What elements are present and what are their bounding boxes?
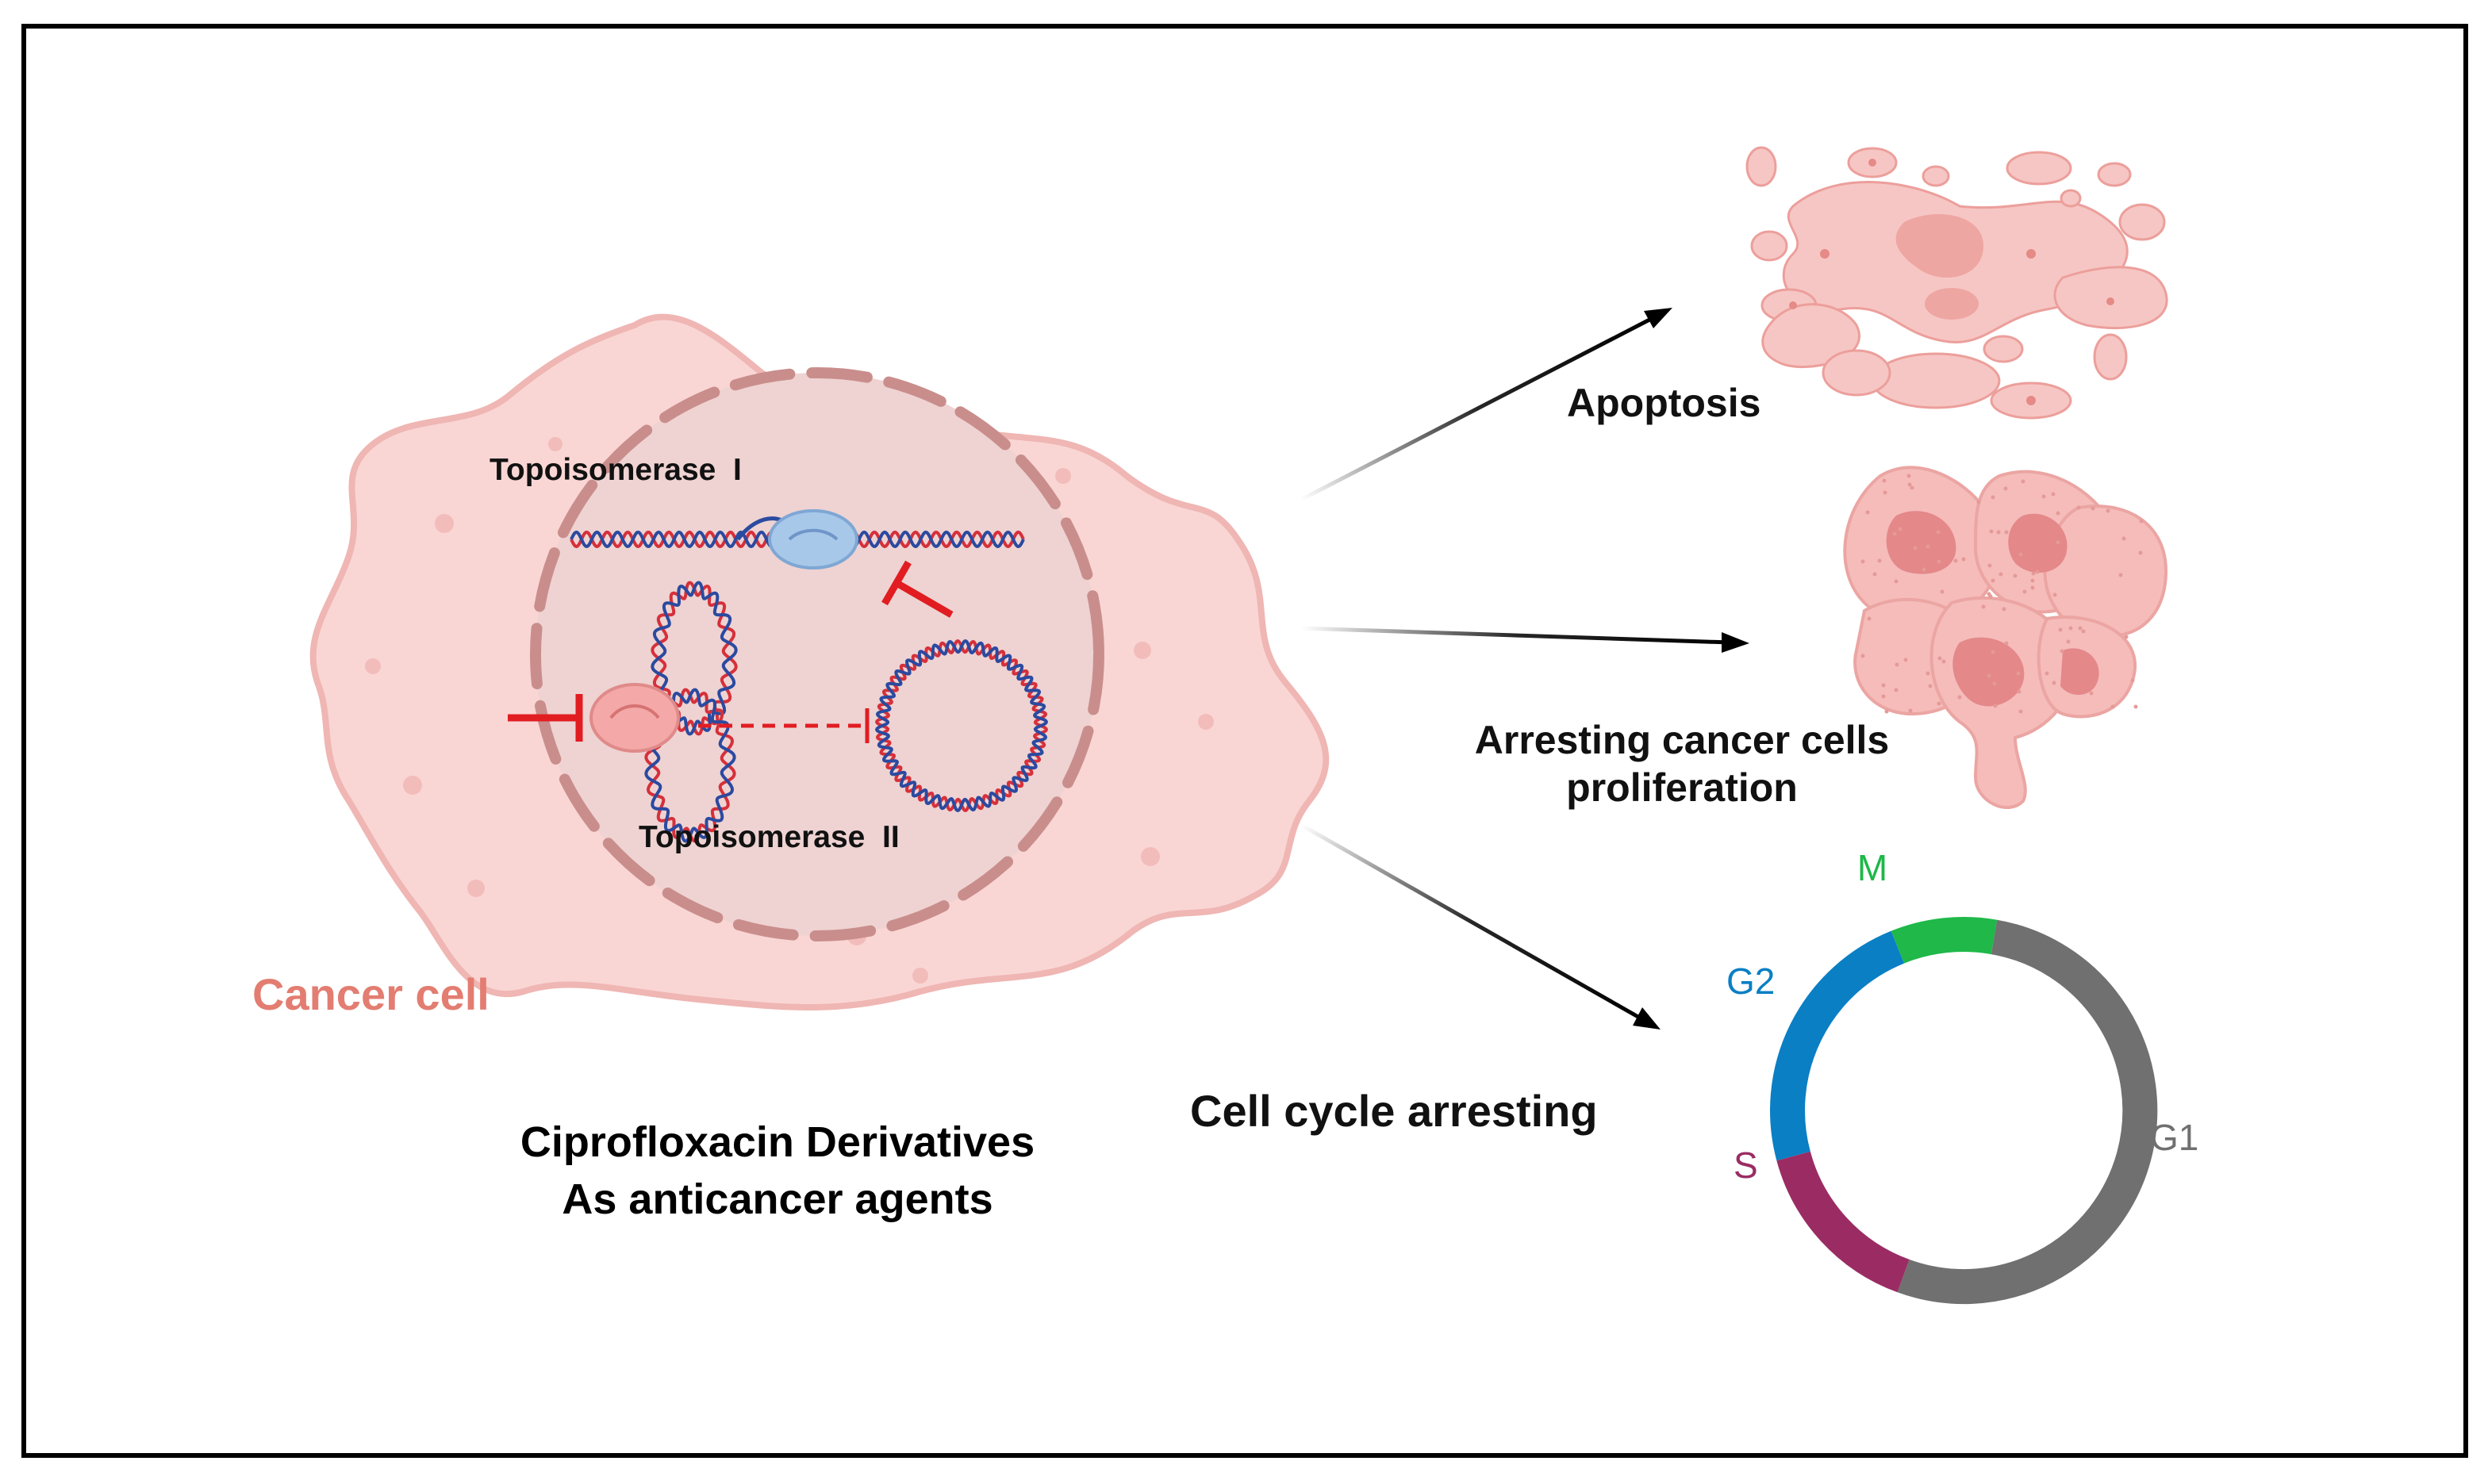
phase-arc-g1 xyxy=(1897,919,2158,1305)
caption-line-1: Ciprofloxacin Derivatives xyxy=(520,1118,1035,1166)
topoisomerase-1-complex xyxy=(570,509,1025,618)
caption-line-2: As anticancer agents xyxy=(562,1175,993,1223)
inhibitor-topo2-icon xyxy=(508,694,583,742)
relaxed-circular-dna xyxy=(874,638,1049,813)
phase-label-g1: G1 xyxy=(2150,1117,2198,1158)
arrow-to-cell-cycle xyxy=(1300,823,1644,1022)
cancer-cell-label: Cancer cell xyxy=(252,969,490,1019)
cancer-cell: Topoisomerase I Topoisomerase II xyxy=(309,313,1330,1010)
inhibitor-topo1-icon xyxy=(881,560,954,618)
enzyme-groove xyxy=(788,528,839,541)
arrow-to-proliferation xyxy=(1300,626,1730,645)
arrow-to-apoptosis xyxy=(1300,315,1656,502)
cancer-cell-cluster-icon xyxy=(1843,466,2168,810)
proliferation-label-line-1: Arresting cancer cells xyxy=(1475,718,1890,762)
outcome-arrows xyxy=(1300,308,1749,1030)
enzyme2-groove xyxy=(609,704,660,719)
topoisomerase-2-label: Topoisomerase II xyxy=(639,820,900,854)
apoptotic-bodies-icon xyxy=(1745,146,2168,420)
nuclear-envelope xyxy=(530,367,1104,941)
arrowhead-proliferation xyxy=(1722,632,1749,653)
cell-cycle-arrest-label: Cell cycle arresting xyxy=(1190,1086,1598,1136)
topoisomerase-1-label: Topoisomerase I xyxy=(490,453,742,487)
nucleus xyxy=(536,373,1099,936)
topoisomerase-2-complex xyxy=(508,581,1049,843)
phase-label-g2: G2 xyxy=(1726,961,1775,1002)
cell-cycle-ring xyxy=(1770,917,2158,1305)
arrowhead-cell-cycle xyxy=(1633,1007,1661,1030)
proliferation-label-line-2: proliferation xyxy=(1566,765,1798,810)
phase-arc-m xyxy=(1891,917,1998,964)
phase-arc-g2 xyxy=(1770,930,1905,1161)
catenated-dna xyxy=(644,581,738,843)
phase-label-s: S xyxy=(1734,1145,1758,1186)
apoptosis-label: Apoptosis xyxy=(1567,381,1760,425)
phase-label-m: M xyxy=(1857,847,1887,888)
topoisomerase-1-enzyme xyxy=(768,509,858,569)
phase-arc-s xyxy=(1776,1151,1910,1293)
topoisomerase-2-enzyme xyxy=(589,683,680,753)
arrowhead-apoptosis xyxy=(1644,308,1672,328)
